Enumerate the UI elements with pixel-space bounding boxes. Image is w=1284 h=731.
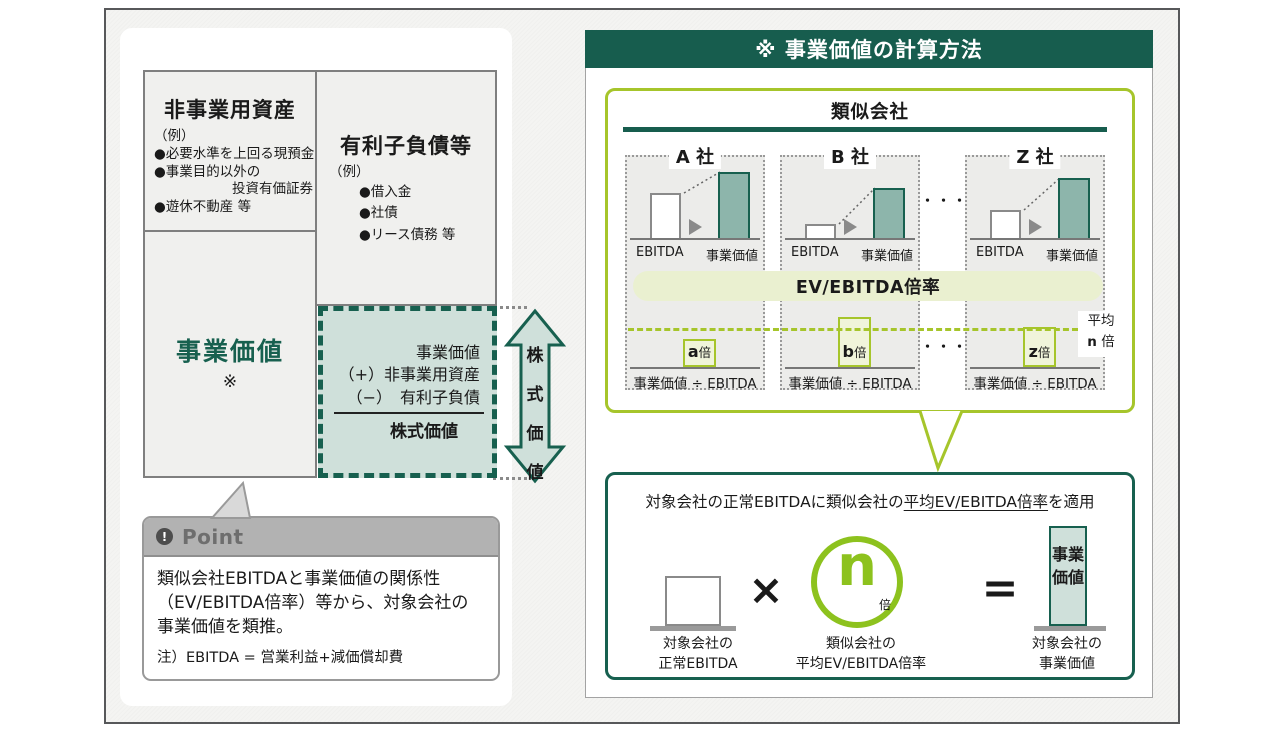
growth-dotted-line bbox=[683, 171, 721, 194]
right-panel-header: ※ 事業価値の計算方法 bbox=[585, 30, 1153, 68]
business-value-box: 事業価値 ※ bbox=[143, 230, 317, 478]
ratio-label: 事業価値 ÷ EBITDA bbox=[788, 376, 912, 392]
equity-value-calc-box: 事業価値 （+）非事業用資産 （−） 有利子負債 株式価値 bbox=[318, 306, 497, 478]
play-triangle-icon bbox=[689, 219, 702, 235]
point-callout: ! Point 類似会社EBITDAと事業価値の関係性 （EV/EBITDA倍率… bbox=[142, 516, 500, 681]
multiple-bar: a倍 bbox=[683, 339, 716, 367]
sum-divider-line bbox=[334, 411, 484, 414]
ebitda-bar bbox=[650, 193, 681, 238]
target-ev-label: 対象会社の 事業価値 bbox=[1032, 636, 1102, 672]
callout-pointer-icon bbox=[209, 480, 252, 519]
company-name: B 社 bbox=[824, 143, 876, 169]
point-note: 注）EBITDA = 営業利益+減価償却費 bbox=[157, 650, 404, 667]
interest-bearing-debt-box: 有利子負債等 （例） ●借入金 ●社債 ●リース債務 等 bbox=[315, 70, 497, 306]
ev-ebitda-multiple-pill: EV/EBITDA倍率 bbox=[633, 271, 1103, 301]
ratio-label: 事業価値 ÷ EBITDA bbox=[633, 376, 757, 392]
lime-pointer-icon bbox=[918, 410, 964, 473]
company-name: A 社 bbox=[668, 143, 722, 169]
ratio-label: 事業価値 ÷ EBITDA bbox=[973, 376, 1097, 392]
business-value-title: 事業価値 bbox=[175, 337, 284, 366]
ev-bar bbox=[873, 188, 905, 238]
non-business-assets-examples: （例） ●必要水準を上回る現預金 ●事業目的以外の 投資有価証券 ●遊休不動産 … bbox=[154, 128, 315, 216]
double-arrow-icon bbox=[503, 308, 567, 484]
ebitda-label: EBITDA bbox=[976, 245, 1024, 260]
ev-label: 事業価値 bbox=[1045, 249, 1098, 264]
ellipsis-dots: ・・・ bbox=[921, 194, 970, 209]
result-ev-bar: 事業 価値 bbox=[1049, 526, 1087, 626]
growth-dotted-line bbox=[838, 187, 876, 225]
n-multiple-circle-icon: n 倍 bbox=[811, 534, 903, 628]
growth-dotted-line bbox=[1023, 177, 1061, 211]
ebitda-bar bbox=[990, 210, 1021, 238]
point-title: Point bbox=[182, 524, 244, 549]
base-bar bbox=[650, 626, 736, 631]
equity-value-result: 株式価値 bbox=[390, 421, 458, 442]
play-triangle-icon bbox=[844, 219, 857, 235]
multiply-sign: × bbox=[748, 565, 784, 614]
point-header: ! Point bbox=[144, 518, 498, 557]
target-ebitda-label: 対象会社の 正常EBITDA bbox=[658, 636, 738, 672]
multiple-bar: z倍 bbox=[1023, 327, 1056, 367]
company-name: Z 社 bbox=[1009, 143, 1061, 169]
play-triangle-icon bbox=[1029, 219, 1042, 235]
ellipsis-dots: ・・・ bbox=[921, 340, 970, 355]
leader-dotted-top bbox=[493, 306, 527, 309]
ev-bar bbox=[718, 172, 750, 238]
base-bar bbox=[1034, 626, 1106, 631]
equals-sign: = bbox=[981, 563, 1019, 614]
non-business-assets-title: 非事業用資産 bbox=[164, 98, 296, 122]
target-ebitda-shape bbox=[665, 576, 721, 626]
multiple-bar: b倍 bbox=[838, 317, 871, 367]
leader-dotted-bottom bbox=[493, 477, 527, 480]
comparable-companies-title: 類似会社 bbox=[830, 102, 909, 123]
ev-label: 事業価値 bbox=[705, 249, 758, 264]
equity-value-vertical-label: 株 式 価 値 bbox=[526, 346, 544, 483]
point-body: 類似会社EBITDAと事業価値の関係性 （EV/EBITDA倍率）等から、対象会… bbox=[144, 557, 498, 669]
ebitda-bar bbox=[805, 224, 836, 238]
ebitda-label: EBITDA bbox=[636, 245, 684, 260]
ev-label: 事業価値 bbox=[860, 249, 913, 264]
comparable-companies-underline bbox=[623, 127, 1107, 132]
exclamation-icon: ! bbox=[156, 528, 173, 545]
business-value-note: ※ bbox=[222, 372, 238, 392]
interest-bearing-debt-title: 有利子負債等 bbox=[340, 134, 472, 158]
right-panel-title: ※ 事業価値の計算方法 bbox=[755, 38, 983, 62]
comparable-companies-box bbox=[605, 88, 1135, 413]
application-box: 対象会社の正常EBITDAに類似会社の平均EV/EBITDA倍率を適用 × n … bbox=[605, 472, 1135, 680]
non-business-assets-box: 非事業用資産 （例） ●必要水準を上回る現預金 ●事業目的以外の 投資有価証券 … bbox=[143, 70, 317, 232]
ebitda-label: EBITDA bbox=[791, 245, 839, 260]
application-headline: 対象会社の正常EBITDAに類似会社の平均EV/EBITDA倍率を適用 bbox=[645, 493, 1095, 511]
ev-bar bbox=[1058, 178, 1090, 238]
average-multiple-label: 類似会社の 平均EV/EBITDA倍率 bbox=[795, 636, 927, 672]
average-n-label: 平均 n 倍 bbox=[1078, 311, 1124, 357]
average-dashed-line bbox=[628, 328, 1078, 331]
interest-bearing-debt-examples: （例） ●借入金 ●社債 ●リース債務 等 bbox=[329, 164, 456, 243]
